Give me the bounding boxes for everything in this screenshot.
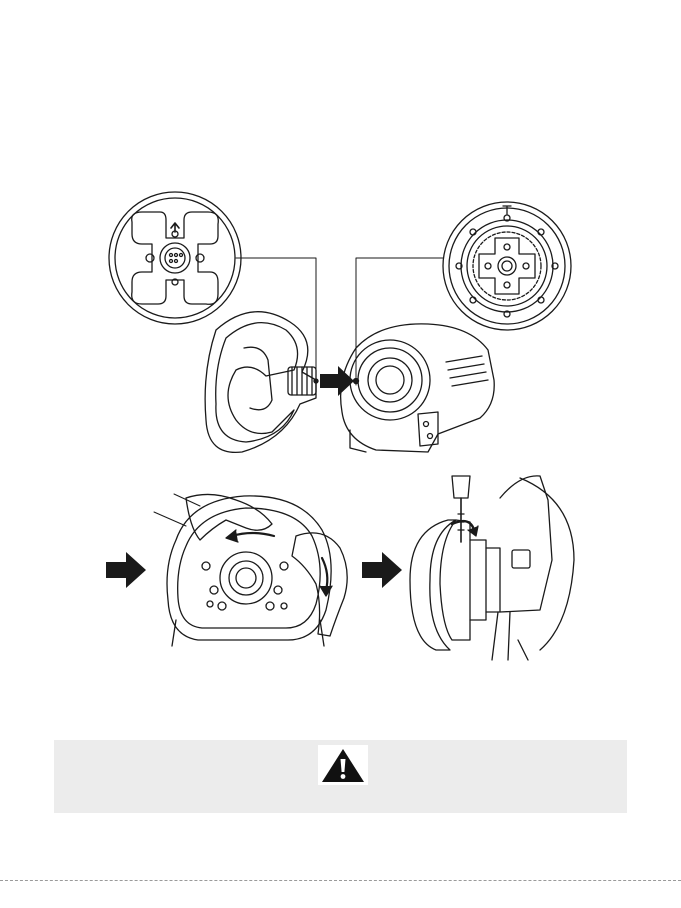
up-arrow-icon [171,223,179,232]
footer-divider [0,880,681,881]
screwdriver-icon [452,476,470,498]
warning-triangle-icon [318,745,368,785]
right-arrow-icon [320,366,354,396]
wheel-rear-closeup [109,192,316,372]
right-arrow-icon [362,552,402,588]
right-arrow-icon [106,552,146,588]
servo-base [341,324,495,452]
warning-box [54,740,627,813]
wheel-to-base-attach [205,312,354,453]
hands-rotating-wheel [154,494,347,646]
screw-tightening-side-view [410,476,574,660]
rotate-arrow-icon [232,533,274,536]
